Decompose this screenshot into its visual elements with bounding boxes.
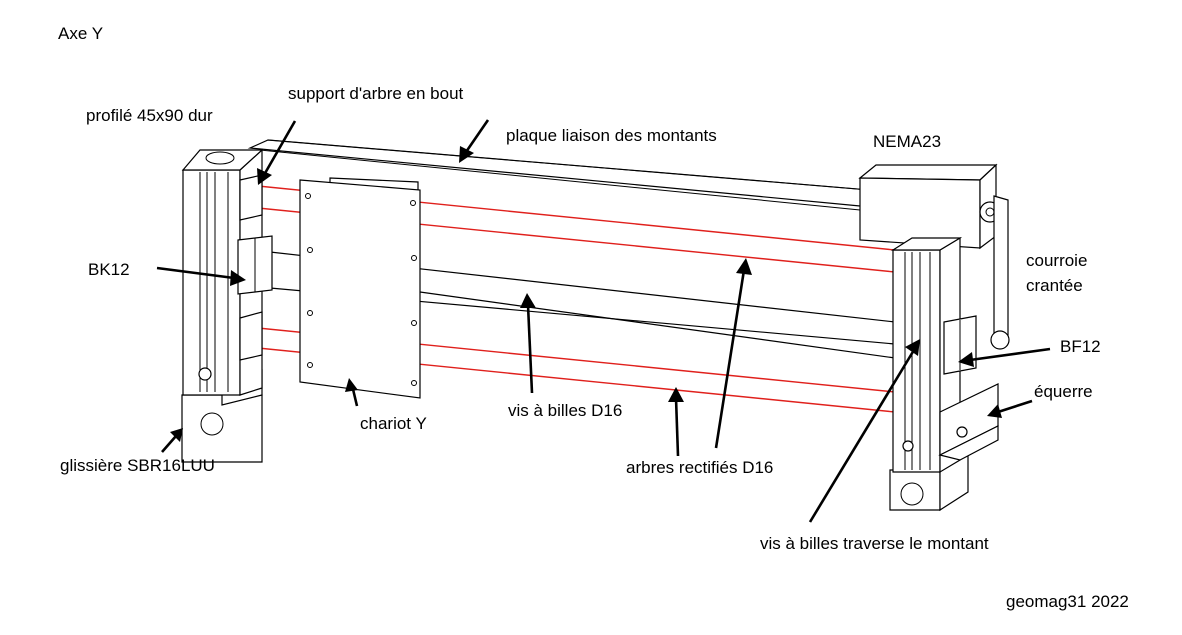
label-screw-through: vis à billes traverse le montant [760, 534, 989, 553]
label-shaft-support: support d'arbre en bout [288, 84, 464, 103]
label-bk12: BK12 [88, 260, 130, 279]
label-belt-line1: courroie [1026, 251, 1088, 270]
label-link-plate: plaque liaison des montants [506, 126, 717, 145]
label-bf12: BF12 [1060, 337, 1101, 356]
nema23-motor [858, 163, 1001, 250]
label-rail: glissière SBR16LUU [60, 456, 215, 475]
left-upright [181, 148, 273, 463]
credit-text: geomag31 2022 [1006, 592, 1129, 611]
label-carriage: chariot Y [360, 414, 427, 433]
callout-arrows [156, 119, 1051, 523]
toothed-belt [990, 195, 1010, 350]
carriage-plate [299, 177, 421, 399]
label-bracket: équerre [1034, 382, 1093, 401]
right-upright [889, 236, 999, 512]
label-profile: profilé 45x90 dur [86, 106, 213, 125]
link-plate [247, 139, 993, 211]
label-belt-line2: crantée [1026, 276, 1083, 295]
label-motor: NEMA23 [873, 132, 942, 151]
diagram-title: Axe Y [58, 24, 104, 43]
label-ball-screw: vis à billes D16 [508, 401, 623, 420]
label-shafts: arbres rectifiés D16 [626, 458, 774, 477]
